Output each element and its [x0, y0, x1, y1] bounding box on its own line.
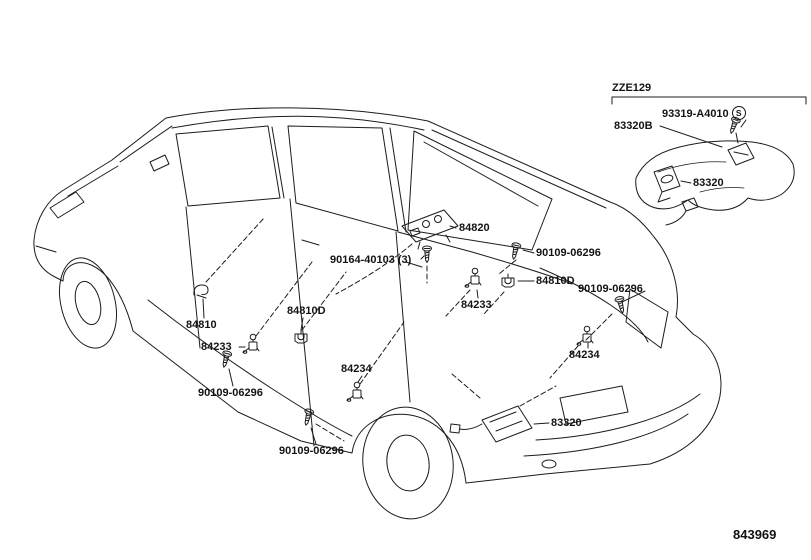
part-label-83320-inset: 83320 — [693, 177, 724, 189]
part-label-90109-06296-c: 90109-06296 — [198, 387, 263, 399]
part-label-84233-right: 84233 — [461, 299, 492, 311]
s-marker-icon: S — [731, 106, 746, 120]
grommet-icon-84810 — [193, 284, 209, 299]
component-83320-sensor-rear — [449, 405, 533, 443]
door-seam-lines — [147, 198, 573, 447]
variant-bracket — [611, 96, 807, 105]
component-83320-sensor-inset — [653, 165, 681, 203]
part-label-90109-06296-b: 90109-06296 — [578, 283, 643, 295]
part-label-90109-06296-a: 90109-06296 — [536, 247, 601, 259]
leader-lines — [202, 119, 747, 445]
part-label-90109-06296-d: 90109-06296 — [279, 445, 344, 457]
part-label-84820: 84820 — [459, 222, 490, 234]
part-label-84810d-center: 84810D — [287, 305, 326, 317]
rear-details — [523, 267, 701, 469]
variant-label-zze129: ZZE129 — [612, 82, 652, 94]
window-lines — [119, 115, 607, 251]
front-wheel — [59, 257, 117, 349]
inset-panel-outline — [635, 140, 795, 211]
part-label-84234-center: 84234 — [341, 363, 372, 375]
part-number-text: 93319-A4010 — [662, 108, 729, 120]
part-label-84234-right: 84234 — [569, 349, 600, 361]
component-84820-switch-unit — [401, 209, 459, 250]
part-label-84810d-right: 84810D — [536, 275, 575, 287]
component-83320b-sensor — [727, 132, 755, 166]
part-label-84233-left: 84233 — [201, 341, 232, 353]
part-label-84810: 84810 — [186, 319, 217, 331]
front-details — [35, 154, 170, 253]
part-label-83320-rear: 83320 — [551, 417, 582, 429]
dashed-leader-lines — [205, 217, 613, 442]
car-body-outline — [33, 107, 722, 484]
part-label-83320b: 83320B — [614, 120, 653, 132]
rear-wheel — [362, 406, 454, 520]
component-connector-inset — [665, 197, 699, 226]
part-label-90164-40103: 90164-40103 (3) — [330, 254, 412, 266]
figure-code: 843969 — [733, 527, 777, 542]
screw-icons — [218, 115, 742, 427]
